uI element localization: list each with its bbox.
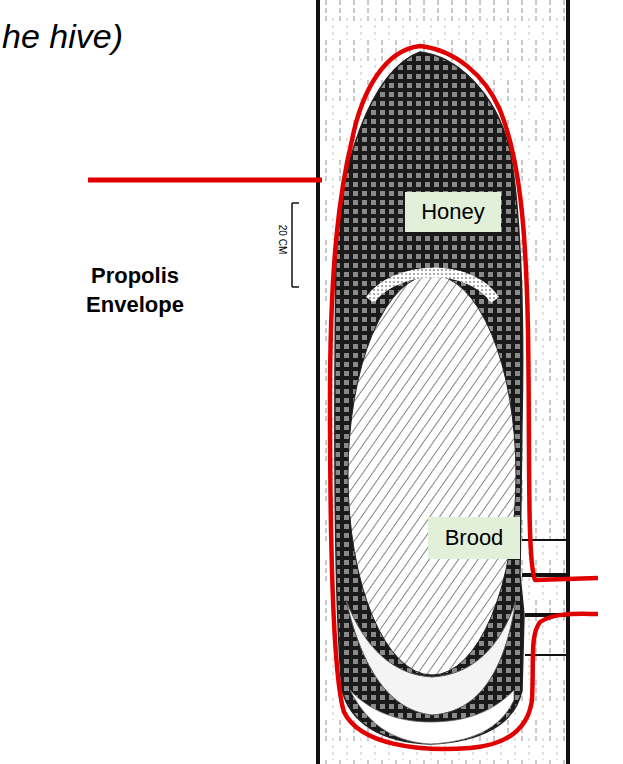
- callout-label: Propolis Envelope: [72, 262, 198, 319]
- empty-comb: [346, 600, 516, 715]
- comb-region-box: Brood: [428, 517, 520, 559]
- region-label: Brood: [445, 525, 504, 551]
- trunk-edge: [316, 0, 320, 764]
- leader-line: [88, 178, 322, 183]
- region-label: Honey: [421, 199, 485, 225]
- comb-edge: [370, 273, 495, 300]
- title-fragment: he hive): [2, 14, 232, 58]
- trunk-edge: [566, 0, 570, 764]
- comb-region-box: Honey: [405, 192, 501, 232]
- brood-comb: [348, 275, 516, 675]
- entrance-tunnel: [522, 540, 568, 655]
- scale-bracket: [292, 203, 299, 287]
- honey-comb: [335, 52, 524, 744]
- scale-dimension: 20 CM: [276, 210, 289, 270]
- propolis-envelope: [330, 46, 598, 749]
